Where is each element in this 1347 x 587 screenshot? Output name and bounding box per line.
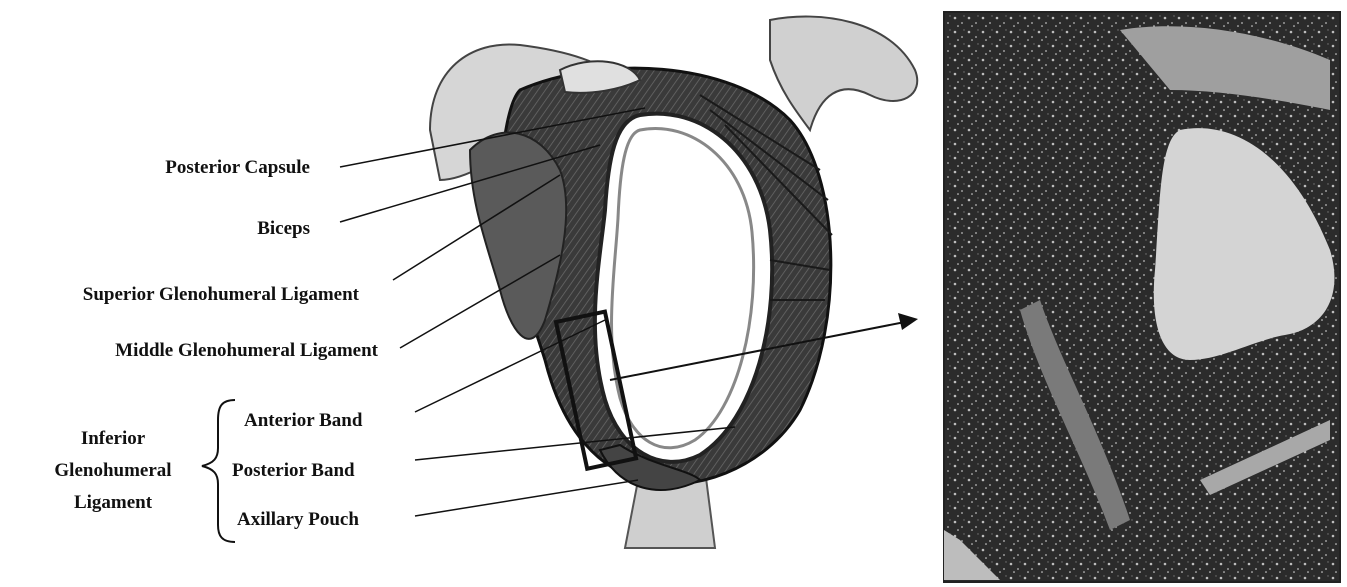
label-posterior-capsule: Posterior Capsule [165, 157, 310, 179]
label-igh-line2: Glenohumeral [28, 460, 198, 482]
label-igh-line3: Ligament [28, 492, 198, 514]
label-anterior-band: Anterior Band [244, 410, 362, 432]
label-biceps: Biceps [257, 218, 310, 240]
label-axillary-pouch: Axillary Pouch [237, 509, 359, 531]
curly-brace [202, 400, 235, 542]
label-middle-gh-ligament: Middle Glenohumeral Ligament [115, 340, 378, 362]
dissection-photo [944, 12, 1340, 582]
coracoid [770, 17, 917, 130]
arrow-head-icon [898, 313, 918, 330]
label-superior-gh-ligament: Superior Glenohumeral Ligament [83, 284, 359, 306]
label-igh-line1: Inferior [28, 428, 198, 450]
label-posterior-band: Posterior Band [232, 460, 355, 482]
